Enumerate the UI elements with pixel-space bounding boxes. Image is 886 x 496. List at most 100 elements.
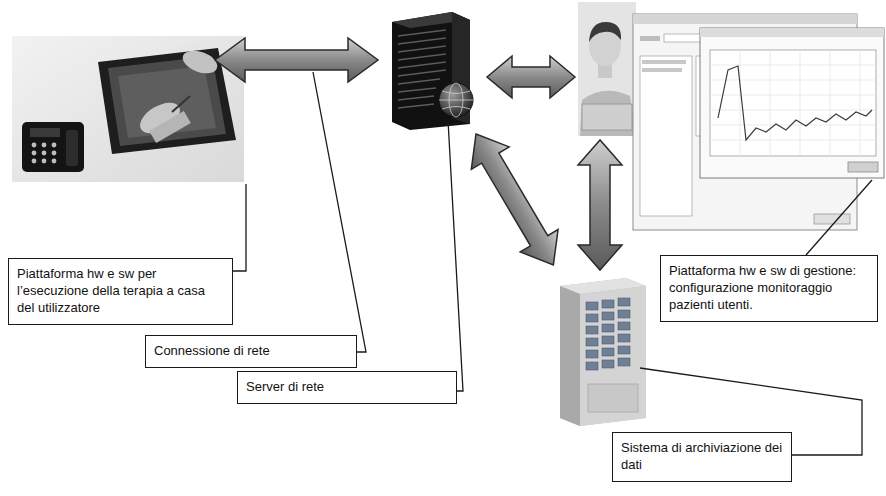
home-therapy-photo	[12, 36, 244, 182]
storage-server-part-part	[586, 326, 598, 334]
network-server-part-part	[398, 62, 446, 68]
leader-line	[806, 180, 872, 255]
storage-server-part-part	[618, 310, 630, 318]
software-screenshot-part	[718, 66, 872, 140]
software-screenshot	[633, 14, 884, 230]
leader-lines	[233, 72, 872, 455]
network-server-part-part	[398, 54, 446, 60]
double-arrow	[215, 38, 378, 82]
network-server-part-part	[442, 107, 470, 110]
software-screenshot-part	[710, 50, 876, 156]
operator-photo	[578, 2, 636, 136]
storage-server-part	[588, 384, 638, 412]
network-server-part-part	[398, 38, 446, 44]
home-therapy-photo-part	[30, 128, 60, 137]
network-server-part-part	[398, 79, 440, 84]
callout-text: Server di rete	[246, 378, 448, 395]
network-server-part-part	[398, 30, 446, 36]
software-screenshot-part-part	[710, 95, 876, 96]
home-therapy-photo-part-part	[42, 159, 47, 164]
storage-server-part-part	[602, 300, 614, 308]
software-screenshot-part	[664, 34, 704, 42]
home-therapy-photo-part-part	[42, 151, 47, 156]
callout-text: Connessione di rete	[154, 342, 348, 359]
software-screenshot-part	[700, 28, 884, 178]
home-therapy-photo-part-part	[32, 151, 37, 156]
storage-server-part	[560, 286, 580, 426]
double-arrow	[457, 123, 572, 276]
home-therapy-photo-part	[32, 143, 57, 164]
leader-line	[233, 184, 246, 271]
leader-line	[313, 72, 366, 352]
software-screenshot-part-part	[710, 125, 876, 126]
storage-server-part	[560, 278, 646, 426]
operator-photo-part	[580, 91, 636, 136]
storage-server-part-part	[618, 358, 630, 366]
home-therapy-photo-part-part	[32, 143, 37, 148]
software-screenshot-part-part	[710, 140, 876, 141]
network-server-part	[439, 83, 473, 117]
storage-server-part-part	[602, 360, 614, 368]
storage-server-part-part	[618, 298, 630, 306]
software-screenshot-part	[633, 14, 857, 24]
software-screenshot-part-part	[770, 50, 771, 156]
storage-server-part	[580, 286, 646, 426]
software-screenshot-part	[848, 162, 878, 172]
double-arrow	[578, 140, 622, 270]
home-therapy-photo-part-part	[42, 143, 47, 148]
software-screenshot-part	[814, 214, 850, 224]
network-server-part-part	[398, 104, 434, 108]
storage-server	[560, 278, 646, 426]
software-screenshot-part	[642, 60, 686, 64]
network-server-part-part	[398, 46, 446, 52]
software-screenshot-part	[700, 28, 884, 37]
storage-server-part-part	[602, 324, 614, 332]
storage-server-part-part	[618, 322, 630, 330]
home-therapy-photo-part-part	[52, 151, 57, 156]
storage-server-part	[586, 298, 630, 370]
storage-server-part-part	[586, 314, 598, 322]
home-therapy-photo-part	[66, 130, 78, 166]
network-server-part-part	[398, 88, 436, 92]
software-screenshot-part-part	[860, 50, 861, 156]
leader-line	[448, 120, 463, 391]
network-server-part-part	[442, 91, 470, 94]
network-server-part-part	[398, 96, 434, 100]
software-screenshot-part-part	[740, 50, 741, 156]
storage-server-part-part	[602, 348, 614, 356]
storage-server-part-part	[618, 346, 630, 354]
callout-box: Connessione di rete	[145, 335, 357, 368]
home-therapy-photo-part-part	[52, 143, 57, 148]
software-screenshot-part-part	[710, 80, 876, 81]
software-screenshot-part-part	[710, 110, 876, 111]
home-therapy-photo-part-part	[52, 159, 57, 164]
storage-server-part-part	[586, 362, 598, 370]
software-screenshot-part	[640, 36, 660, 41]
home-therapy-photo-part	[180, 46, 221, 77]
network-server-part-part	[398, 70, 446, 76]
storage-server-part-part	[618, 334, 630, 342]
double-arrow	[487, 56, 575, 98]
callout-text: Piattaforma hw e sw per l’esecuzione del…	[17, 265, 224, 316]
software-screenshot-part	[710, 50, 876, 156]
home-therapy-photo-part	[172, 96, 190, 112]
network-server-part	[398, 30, 446, 108]
operator-photo-part	[578, 2, 636, 136]
storage-server-part-part	[586, 338, 598, 346]
callout-box: Sistema di archiviazione dei dati	[612, 432, 792, 482]
home-therapy-photo-part	[12, 36, 244, 182]
storage-server-part-part	[602, 312, 614, 320]
storage-server-part-part	[586, 302, 598, 310]
software-screenshot-part-part	[830, 50, 831, 156]
operator-photo-part	[589, 22, 621, 42]
callout-text: Piattaforma hw e sw di gestione: configu…	[669, 262, 869, 313]
software-screenshot-part	[642, 68, 682, 72]
software-screenshot-part-part	[710, 65, 876, 66]
home-therapy-photo-part-part	[32, 159, 37, 164]
home-therapy-photo-part	[22, 122, 84, 172]
callout-box: Piattaforma hw e sw per l’esecuzione del…	[8, 258, 233, 325]
network-server-part-part	[439, 100, 473, 101]
